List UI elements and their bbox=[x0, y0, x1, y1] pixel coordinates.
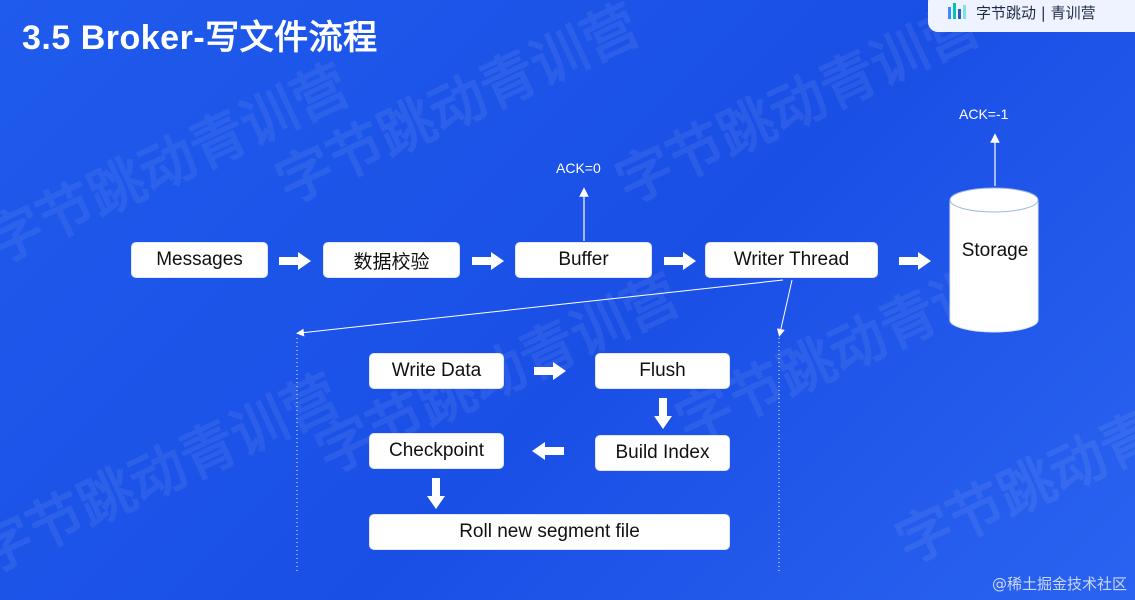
checkpoint-box: Checkpoint bbox=[369, 433, 504, 469]
storage-ack-label: ACK=-1 bbox=[959, 106, 1009, 122]
logo-text: 字节跳动 | 青训营 bbox=[976, 3, 1096, 22]
logo-bar: 字节跳动 | 青训营 bbox=[928, 0, 1135, 32]
storage-label: Storage bbox=[961, 240, 1029, 261]
arrow-right bbox=[534, 362, 566, 380]
arrow-right bbox=[279, 252, 311, 270]
buffer-box: Buffer bbox=[515, 242, 652, 278]
build-index-box: Build Index bbox=[595, 435, 730, 471]
arrow-right bbox=[472, 252, 504, 270]
arrow-down bbox=[654, 398, 672, 429]
arrow-down bbox=[427, 478, 445, 509]
arrow-right bbox=[899, 252, 931, 270]
zoom-connector bbox=[296, 279, 784, 337]
roll-segment-box: Roll new segment file bbox=[369, 514, 730, 550]
messages-box: Messages bbox=[131, 242, 268, 278]
arrow-right bbox=[664, 252, 696, 270]
write-data-box: Write Data bbox=[369, 353, 504, 389]
writer-thread-box: Writer Thread bbox=[705, 242, 878, 278]
validate-box: 数据校验 bbox=[323, 242, 460, 278]
page-title: 3.5 Broker-写文件流程 bbox=[22, 19, 378, 57]
arrow-left bbox=[532, 442, 564, 460]
footer-credit: @稀土掘金技术社区 bbox=[991, 575, 1127, 593]
zoom-connector bbox=[776, 279, 793, 337]
storage-cylinder bbox=[949, 187, 1039, 333]
bytedance-logo-icon bbox=[948, 3, 966, 19]
buffer-ack-label: ACK=0 bbox=[556, 160, 601, 176]
flush-box: Flush bbox=[595, 353, 730, 389]
